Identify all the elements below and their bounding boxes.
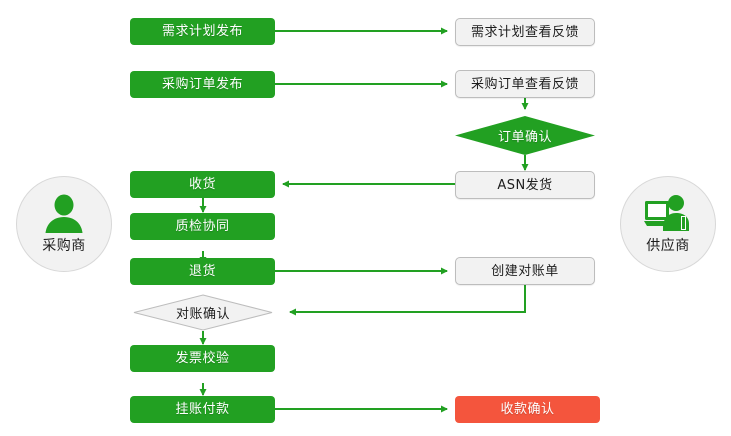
node-statement-confirm-label: 对账确认	[175, 307, 230, 322]
person-icon	[43, 194, 85, 234]
node-return-goods[interactable]: 退货	[130, 258, 275, 285]
node-receive-goods[interactable]: 收货	[130, 171, 275, 198]
node-po-publish[interactable]: 采购订单发布	[130, 71, 275, 98]
node-pending-payment-label: 挂账付款	[175, 402, 230, 417]
actor-supplier: 供应商	[620, 176, 716, 272]
node-po-publish-label: 采购订单发布	[161, 77, 243, 92]
node-demand-plan-feedback[interactable]: 需求计划查看反馈	[455, 18, 595, 46]
node-pending-payment[interactable]: 挂账付款	[130, 396, 275, 423]
actor-buyer-label: 采购商	[42, 237, 86, 254]
node-create-statement[interactable]: 创建对账单	[455, 257, 595, 285]
actor-buyer: 采购商	[16, 176, 112, 272]
node-payment-confirm-label: 收款确认	[500, 402, 555, 417]
node-order-confirm[interactable]: 订单确认	[455, 116, 595, 155]
node-po-feedback[interactable]: 采购订单查看反馈	[455, 70, 595, 98]
node-asn-ship[interactable]: ASN发货	[455, 171, 595, 199]
node-order-confirm-label: 订单确认	[497, 130, 552, 145]
node-receive-goods-label: 收货	[188, 177, 216, 192]
node-demand-plan-feedback-label: 需求计划查看反馈	[470, 24, 579, 40]
node-payment-confirm[interactable]: 收款确认	[455, 396, 600, 423]
node-asn-ship-label: ASN发货	[497, 177, 553, 193]
node-return-goods-label: 退货	[188, 264, 216, 279]
node-demand-plan-publish[interactable]: 需求计划发布	[130, 18, 275, 45]
node-po-feedback-label: 采购订单查看反馈	[470, 76, 579, 92]
person-at-computer-icon	[643, 194, 693, 234]
node-create-statement-label: 创建对账单	[491, 263, 559, 279]
node-quality-collab-label: 质检协同	[175, 219, 230, 234]
node-quality-collab[interactable]: 质检协同	[130, 213, 275, 240]
edge-statement-to-confirm	[289, 285, 526, 316]
node-demand-plan-publish-label: 需求计划发布	[161, 24, 243, 39]
node-statement-confirm[interactable]: 对账确认	[133, 294, 273, 331]
actor-supplier-label: 供应商	[646, 237, 690, 254]
node-invoice-verify-label: 发票校验	[175, 351, 230, 366]
node-invoice-verify[interactable]: 发票校验	[130, 345, 275, 372]
